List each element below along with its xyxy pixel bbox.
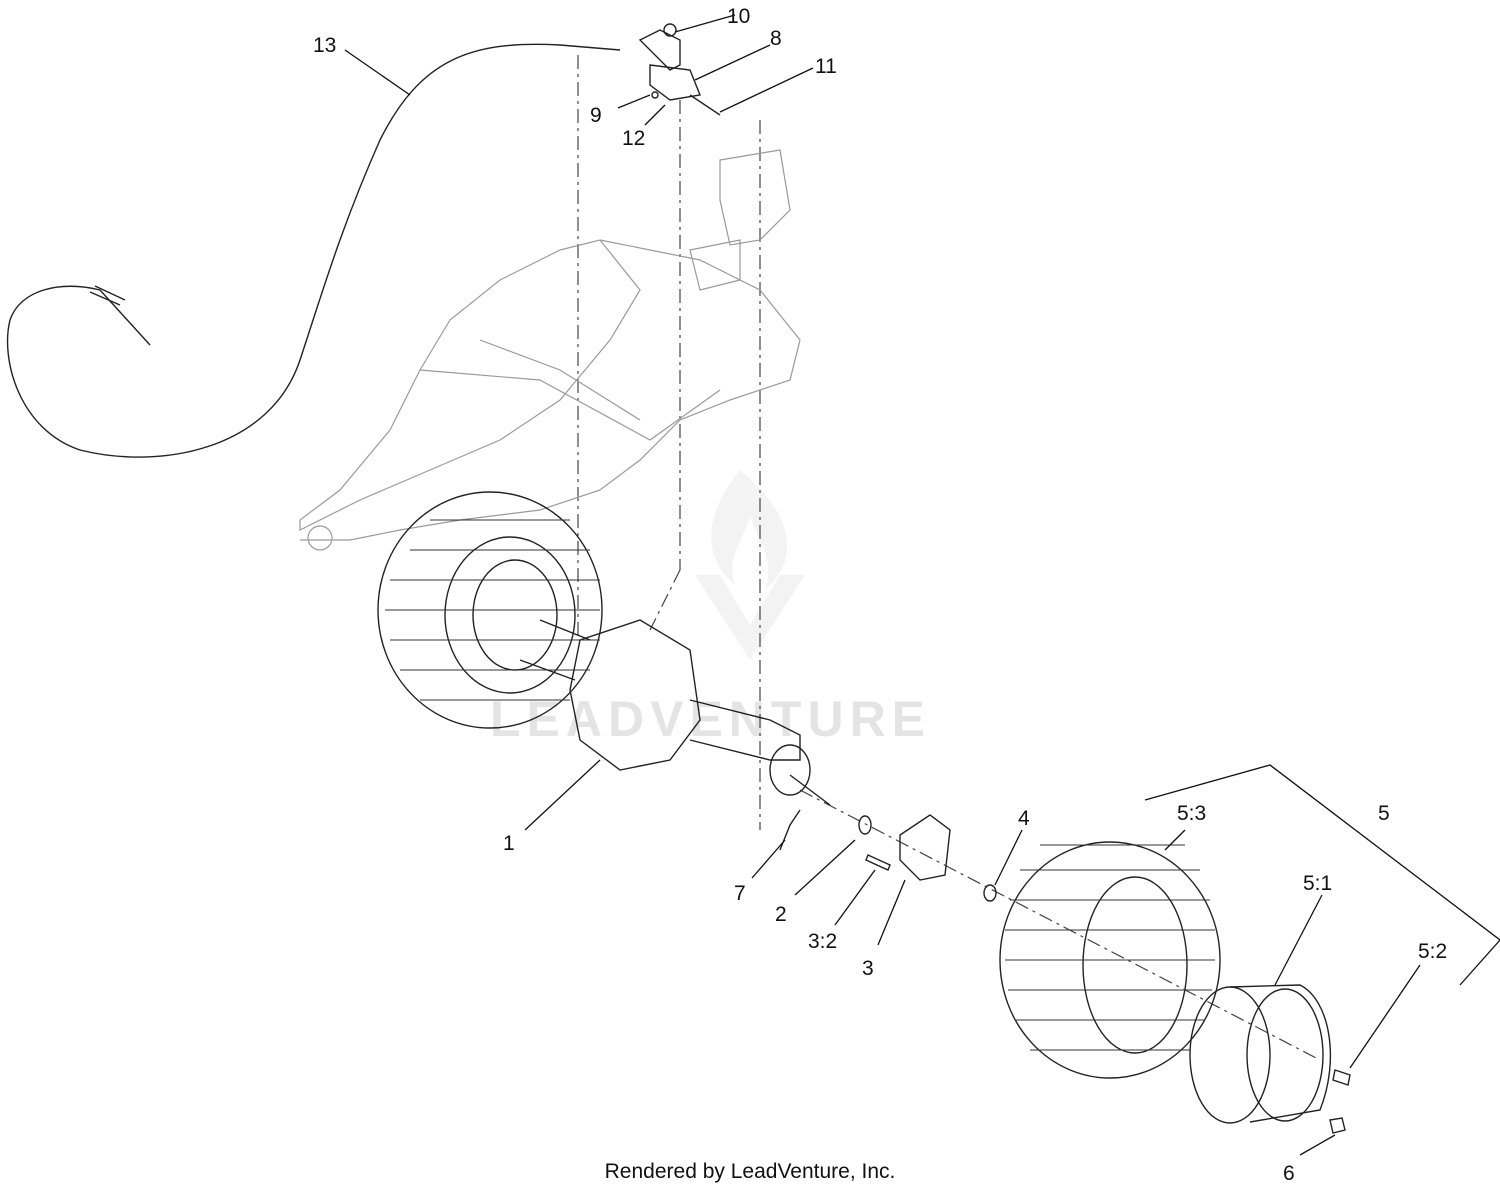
footer-credit: Rendered by LeadVenture, Inc. [604, 1160, 896, 1183]
callout-10: 10 [727, 5, 750, 28]
callout-13: 13 [313, 34, 336, 57]
shift-cable [6, 43, 621, 458]
callout-3-2: 3:2 [808, 930, 837, 953]
assembly-bracket-5 [1144, 764, 1500, 986]
callout-3: 3 [862, 957, 874, 980]
callout-5-3: 5:3 [1177, 802, 1206, 825]
callout-11: 11 [815, 55, 837, 78]
right-tire [999, 841, 1221, 1079]
callout-12: 12 [622, 127, 645, 150]
washer-2 [858, 815, 872, 835]
cotter-pin-7 [779, 809, 801, 851]
callout-4: 4 [1018, 807, 1030, 830]
callout-7: 7 [734, 882, 746, 905]
callout-5-1: 5:1 [1303, 872, 1332, 895]
callout-2: 2 [775, 903, 787, 926]
left-rear-tire [377, 491, 603, 729]
transaxle [519, 619, 831, 806]
wheel-rim [1189, 984, 1332, 1124]
callout-labels: 13 10 8 11 9 12 1 7 2 3:2 3 4 5:3 5 5:1 … [313, 5, 1447, 1185]
alignment-lines [577, 55, 1321, 1061]
frame [299, 149, 801, 551]
shift-linkage [638, 23, 721, 116]
bolt-3-2 [865, 854, 891, 871]
valve-stem-5-2 [1332, 1069, 1351, 1086]
washer-4 [983, 884, 997, 902]
callout-5-2: 5:2 [1418, 940, 1447, 963]
leader-lines [344, 14, 1421, 1156]
lug-nut-6 [1329, 1117, 1346, 1134]
watermark-logo-icon [695, 470, 805, 660]
cable-end-fitting [89, 285, 126, 306]
callout-6: 6 [1283, 1162, 1295, 1185]
callout-1: 1 [503, 832, 515, 855]
callout-8: 8 [770, 27, 782, 50]
watermark-text: LEADVENTURE [490, 691, 931, 747]
callout-9: 9 [590, 104, 602, 127]
callout-5: 5 [1378, 802, 1390, 825]
wheel-hub [899, 814, 951, 881]
